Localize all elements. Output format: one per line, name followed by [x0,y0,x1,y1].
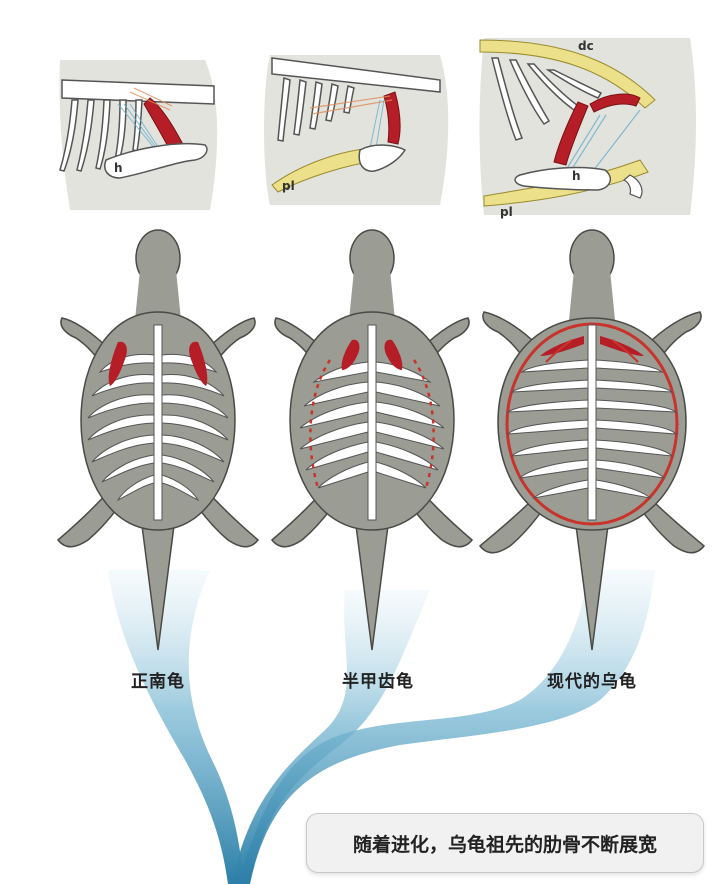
turtle-right-foreleg-right [651,311,702,364]
phylogeny-tree [108,570,655,884]
tree-branch-middle [232,590,430,884]
panel-label-h-left: h [114,161,123,175]
tree-branch-left [108,570,244,884]
label-turtle-left: 正南龟 [131,672,185,692]
turtle-middle-skeleton [299,324,445,521]
turtle-right-foreleg-left [482,311,533,364]
detail-panel-right: dc pl h [479,38,696,219]
turtle-right-skeleton [505,322,679,526]
panel-label-h-right: h [572,169,581,183]
tree-branch-right [238,570,655,884]
turtle-right-hindleg-left [478,499,546,554]
caption-text: 随着进化，乌龟祖先的肋骨不断展宽 [352,833,657,856]
panel-label-pl-right: pl [500,205,513,219]
detail-panel-middle: pl [264,55,449,205]
shell-outline [505,322,679,526]
panel-label-pl-middle: pl [282,179,295,193]
turtle-left-skeleton [87,324,229,521]
panel-label-dc-right: dc [578,39,594,53]
detail-panel-left: h [59,60,218,210]
caption-box: 随着进化，乌龟祖先的肋骨不断展宽 [306,813,704,873]
turtle-middle [270,229,474,651]
label-turtle-right: 现代的乌龟 [547,672,637,692]
turtle-right-hindleg-right [638,499,706,554]
label-turtle-middle: 半甲齿龟 [342,672,414,692]
